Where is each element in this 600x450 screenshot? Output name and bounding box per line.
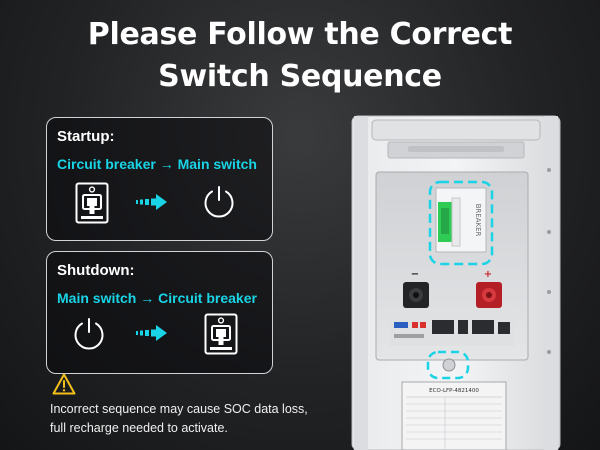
positive-label: + bbox=[484, 269, 492, 280]
device-breaker: BREAKER bbox=[428, 180, 494, 266]
title-line-2: Switch Sequence bbox=[158, 59, 442, 94]
startup-heading: Startup: bbox=[57, 128, 115, 145]
device-main-switch bbox=[426, 350, 470, 380]
battery-device-illustration: BREAKER − + ECO-LFP-4821400 bbox=[351, 115, 561, 450]
circuit-breaker-icon bbox=[75, 182, 109, 224]
power-icon bbox=[204, 186, 234, 218]
startup-card: Startup: Circuit breaker → Main switch bbox=[46, 117, 273, 241]
shutdown-card: Shutdown: Main switch → Circuit breaker bbox=[46, 251, 273, 374]
page-title: Please Follow the Correct Switch Sequenc… bbox=[0, 14, 600, 98]
startup-sequence: Circuit breaker → Main switch bbox=[57, 156, 257, 172]
negative-label: − bbox=[411, 269, 419, 280]
circuit-breaker-icon bbox=[204, 313, 238, 355]
power-icon bbox=[74, 318, 104, 350]
breaker-label: BREAKER bbox=[474, 204, 482, 237]
shutdown-sequence: Main switch → Circuit breaker bbox=[57, 290, 257, 306]
warning-text: Incorrect sequence may cause SOC data lo… bbox=[50, 402, 308, 435]
arrow-right-icon bbox=[136, 194, 167, 210]
shutdown-heading: Shutdown: bbox=[57, 262, 135, 279]
model-label: ECO-LFP-4821400 bbox=[429, 388, 479, 394]
arrow-right-icon bbox=[136, 325, 167, 341]
title-line-1: Please Follow the Correct bbox=[87, 17, 513, 52]
warning-icon bbox=[52, 373, 76, 395]
